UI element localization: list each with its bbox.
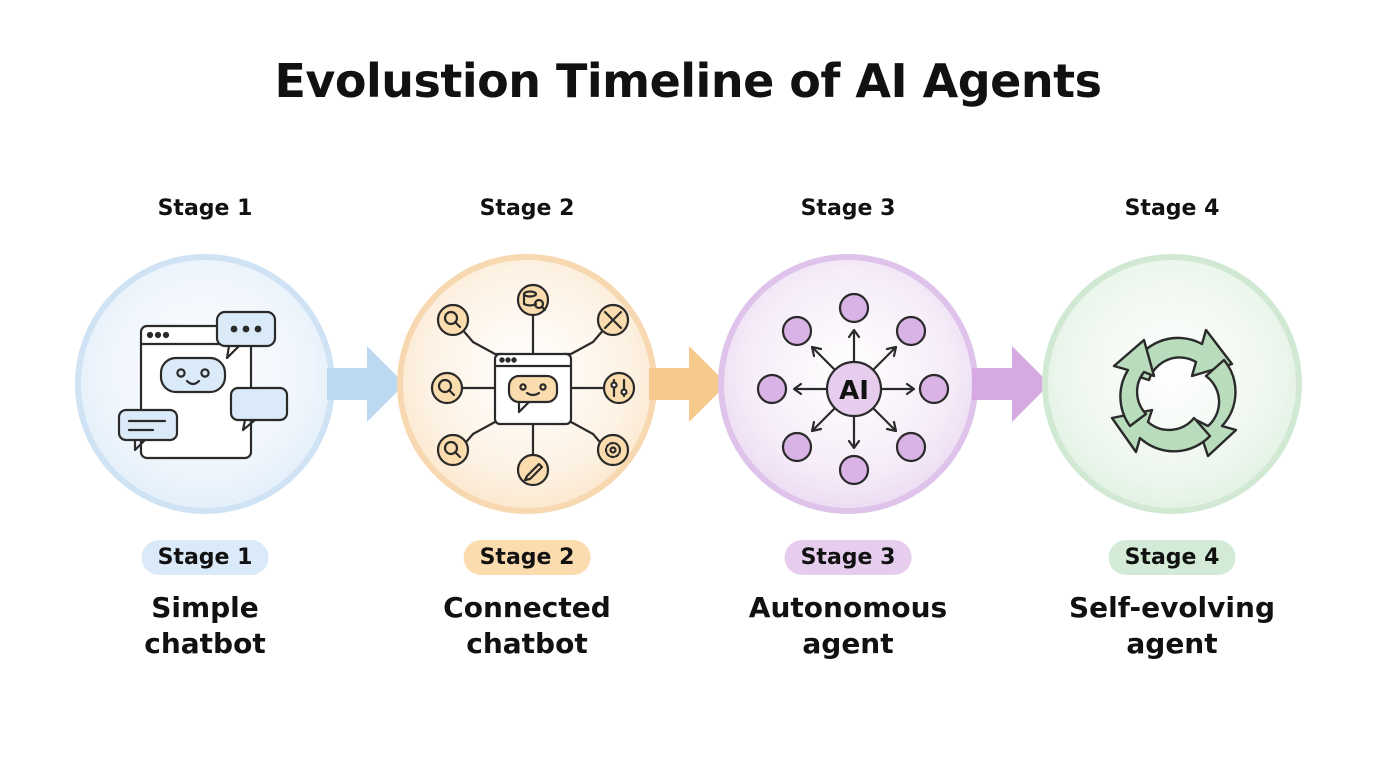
stage-3-name-line-1: Autonomous [748, 591, 948, 624]
agent-hub-icon: AI [756, 292, 950, 486]
arrow-stage-1-to-2 [327, 346, 405, 422]
stage-3-name-line-2: agent [802, 627, 894, 660]
stage-4-name-line-1: Self-evolving [1069, 591, 1275, 624]
stage-4: Stage 4 Stage 4 Self-evolving agent [1022, 0, 1322, 768]
hub-label: AI [839, 376, 869, 406]
stage-1: Stage 1 Stage 1 Simple chatbot [55, 0, 355, 768]
stage-4-name: Self-evolving agent [1022, 590, 1322, 662]
stage-1-badge: Stage 1 [141, 540, 269, 575]
stage-2-name-line-2: chatbot [466, 627, 588, 660]
stage-2-badge: Stage 2 [463, 540, 591, 575]
stage-4-heading: Stage 4 [1124, 196, 1220, 221]
arrow-stage-3-to-4 [972, 346, 1050, 422]
stage-3-badge: Stage 3 [784, 540, 912, 575]
cycle-arrows-icon [1110, 328, 1238, 458]
chat-window-icon [117, 310, 289, 460]
arrow-stage-2-to-3 [649, 346, 727, 422]
stage-4-disc [1042, 254, 1302, 514]
stage-3-name: Autonomous agent [698, 590, 998, 662]
stage-2-name-line-1: Connected [443, 591, 611, 624]
stage-2-name: Connected chatbot [377, 590, 677, 662]
stage-1-name-line-1: Simple [151, 591, 259, 624]
stage-4-name-line-2: agent [1126, 627, 1218, 660]
stage-1-name-line-2: chatbot [144, 627, 266, 660]
stage-2: Stage 2 [377, 0, 677, 768]
stage-2-heading: Stage 2 [479, 196, 575, 221]
stage-4-badge: Stage 4 [1108, 540, 1236, 575]
stage-1-heading: Stage 1 [157, 196, 253, 221]
stage-3-heading: Stage 3 [800, 196, 896, 221]
page-title: Evolustion Timeline of AI Agents [274, 54, 1102, 108]
stage-1-disc [75, 254, 335, 514]
tool-network-icon [430, 283, 636, 487]
stage-3: Stage 3 AI Stage 3 A [698, 0, 998, 768]
stage-2-disc [397, 254, 657, 514]
stage-1-name: Simple chatbot [55, 590, 355, 662]
stage-3-disc: AI [718, 254, 978, 514]
